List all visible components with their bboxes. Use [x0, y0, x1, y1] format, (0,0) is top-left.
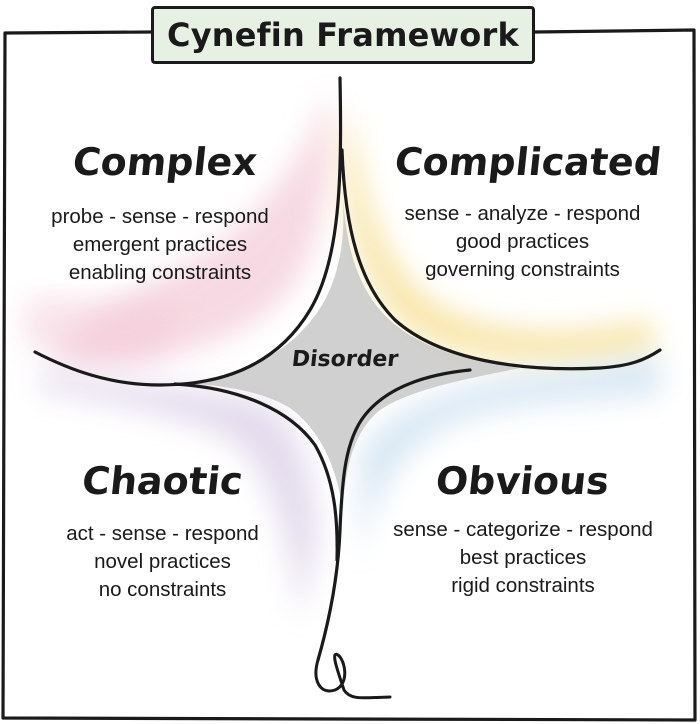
complicated-line-2: good practices — [455, 230, 590, 253]
complex-line-3: enabling constraints — [68, 261, 252, 284]
boundary-bottom-right — [316, 368, 472, 662]
obvious-line-2: best practices — [459, 546, 587, 569]
obvious-line-1: sense - categorize - respond — [393, 518, 653, 541]
complicated-line-3: governing constraints — [425, 258, 620, 281]
disorder-label: Disorder — [290, 347, 400, 372]
chaotic-line-1: act - sense - respond — [66, 522, 259, 545]
boundary-top-left — [33, 76, 343, 387]
complex-wash-2 — [25, 297, 180, 364]
chaotic-wash — [40, 370, 318, 620]
complicated-wash — [342, 110, 655, 362]
obvious-wash — [360, 355, 660, 560]
complicated-title: Complicated — [392, 140, 664, 184]
disorder-region — [180, 200, 520, 510]
chaotic-line-2: novel practices — [94, 550, 231, 573]
frame-border — [1, 28, 697, 722]
complicated-description: sense - analyze - respond good practices… — [390, 200, 655, 284]
chaotic-description: act - sense - respond novel practices no… — [45, 520, 280, 604]
chaotic-title: Chaotic — [79, 459, 246, 503]
complicated-line-1: sense - analyze - respond — [404, 202, 641, 225]
boundary-bottom-left — [173, 382, 339, 562]
chaotic-line-3: no constraints — [98, 578, 227, 601]
complex-line-1: probe - sense - respond — [51, 205, 269, 228]
diagram-title: Cynefin Framework — [151, 6, 535, 64]
cliff-fold — [314, 652, 392, 700]
complex-line-2: emergent practices — [72, 233, 248, 256]
obvious-line-3: rigid constraints — [451, 574, 595, 597]
obvious-description: sense - categorize - respond best practi… — [378, 516, 668, 600]
complex-wash — [60, 95, 331, 362]
obvious-title: Obvious — [433, 459, 612, 503]
complex-description: probe - sense - respond emergent practic… — [30, 203, 290, 287]
boundary-top-right — [340, 148, 662, 371]
complex-title: Complex — [70, 140, 260, 184]
